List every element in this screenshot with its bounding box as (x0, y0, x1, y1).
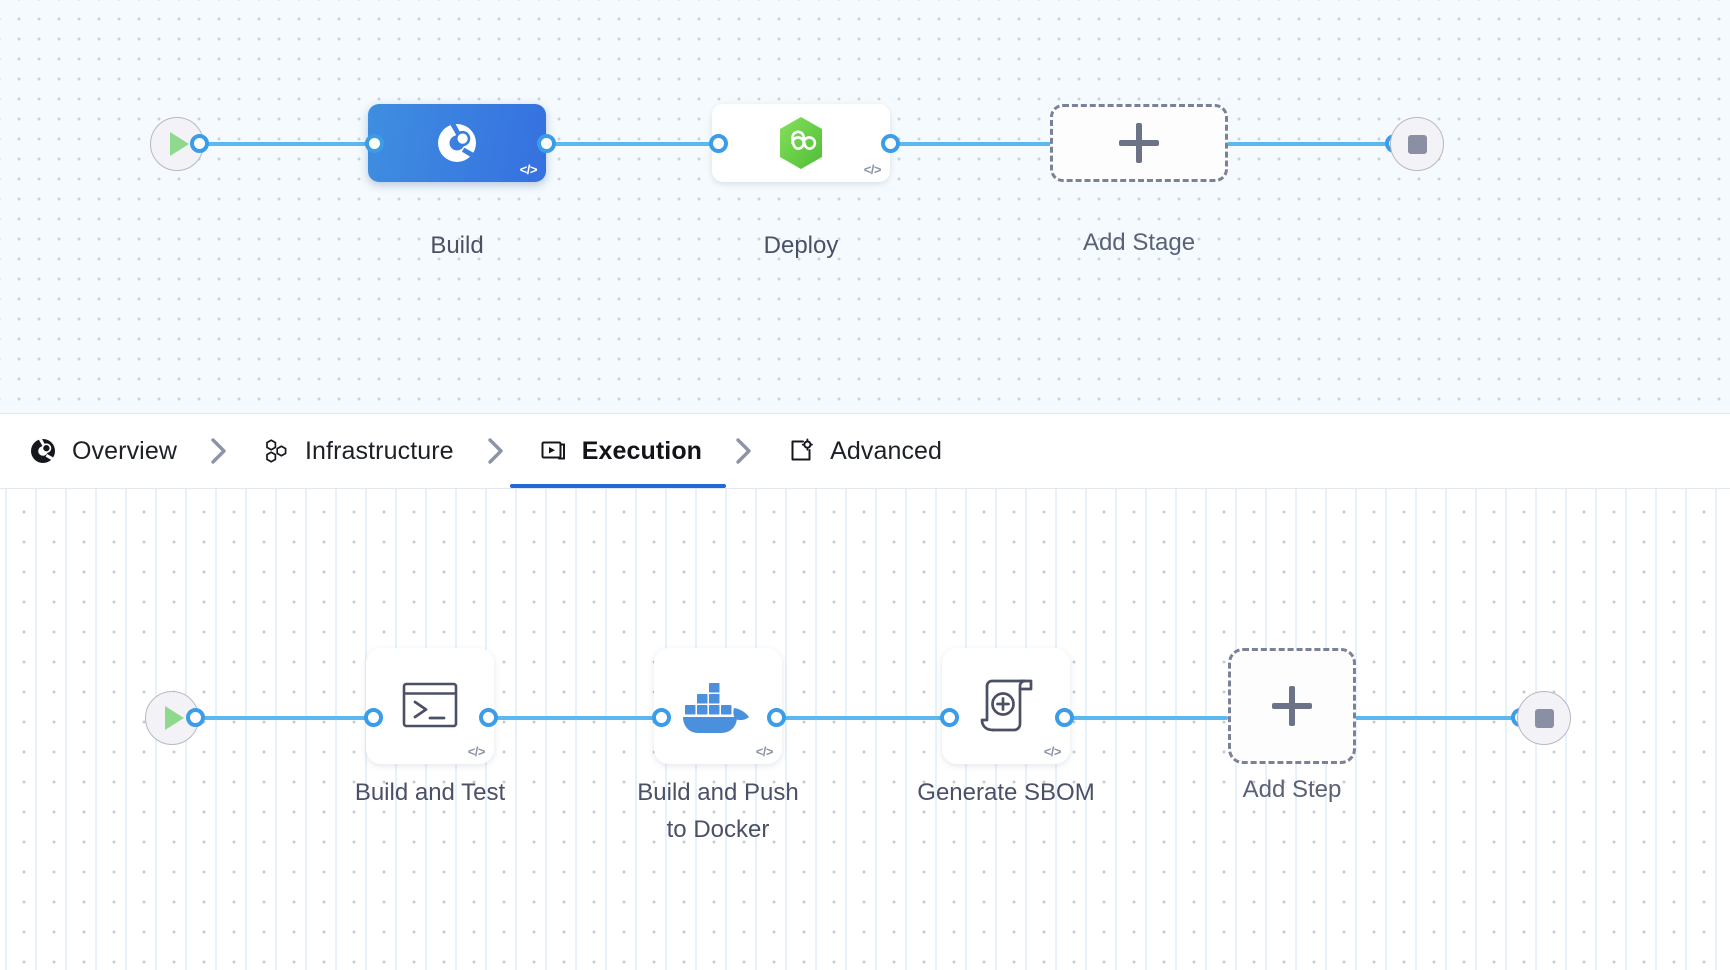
stage-config-tabbar: Overview Infrastructure (0, 414, 1730, 488)
add-stage-button[interactable] (1050, 104, 1228, 182)
add-step-box[interactable] (1228, 648, 1356, 764)
stage-card-deploy[interactable]: </> (712, 104, 890, 182)
stage-label-deploy: Deploy (763, 232, 839, 259)
stage-start-port[interactable] (190, 134, 209, 153)
green-hex-infinity-icon (780, 117, 822, 169)
stage-card-build[interactable]: </> (368, 104, 546, 182)
add-stage-label: Add Stage (1082, 229, 1196, 256)
step-label-build-and-test: Build and Test (354, 779, 506, 806)
step-sbom-in-port[interactable] (940, 708, 959, 727)
play-box-icon (538, 436, 568, 466)
step-label-build-and-push-to-docker: Build and Push to Docker (637, 779, 799, 843)
stage-deploy-out-port[interactable] (881, 134, 900, 153)
code-badge: </> (863, 162, 882, 177)
harness-wheel-icon (438, 123, 476, 162)
step-node-build-and-push-to-docker[interactable]: </> (654, 648, 782, 764)
stage-node-build[interactable]: </> (368, 104, 546, 182)
chevron-right-icon (454, 414, 538, 488)
step-sbom-out-port[interactable] (1055, 708, 1074, 727)
terminal-icon (402, 682, 458, 728)
add-step-label: Add Step (1242, 776, 1342, 803)
stop-end-icon (1407, 134, 1427, 154)
end-circle (1390, 117, 1444, 171)
tab-label: Infrastructure (305, 436, 454, 465)
step-end-node[interactable] (1517, 691, 1571, 745)
add-step-button[interactable] (1228, 648, 1356, 764)
stage-node-deploy[interactable]: </> (712, 104, 890, 182)
edge-start-to-build (196, 142, 374, 146)
step-start-port[interactable] (186, 708, 205, 727)
scroll-plus-icon (980, 679, 1033, 732)
tab-label: Execution (581, 436, 703, 465)
code-badge: </> (755, 744, 774, 759)
edge-build-to-deploy (540, 142, 720, 146)
docker-whale-icon (683, 683, 749, 733)
play-start-icon (165, 706, 184, 730)
stage-end-node[interactable] (1390, 117, 1444, 171)
edge-sbom-to-add-step (1058, 716, 1228, 720)
step-label-generate-sbom: Generate SBOM (917, 779, 1095, 806)
chevron-right-icon (702, 414, 786, 488)
code-badge: </> (467, 744, 486, 759)
tab-advanced[interactable]: Advanced (786, 414, 942, 488)
edge-deploy-to-add (878, 142, 1058, 146)
step-graph-canvas[interactable]: </> Build and Test (0, 488, 1730, 970)
step-card-build-and-push-to-docker[interactable]: </> (654, 648, 782, 764)
step-build-test-out-port[interactable] (479, 708, 498, 727)
edge-add-step-to-end (1355, 716, 1525, 720)
edge-start-to-build-test (192, 716, 382, 720)
tab-execution[interactable]: Execution (509, 414, 727, 488)
pipeline-circle-icon (28, 436, 58, 466)
stage-build-in-port[interactable] (365, 134, 384, 153)
edge-docker-to-sbom (770, 716, 960, 720)
add-stage-box[interactable] (1050, 104, 1228, 182)
gear-box-icon (786, 436, 816, 466)
edge-add-to-end (1226, 142, 1401, 146)
step-card-generate-sbom[interactable]: </> (942, 648, 1070, 764)
step-docker-in-port[interactable] (652, 708, 671, 727)
stage-label-build: Build (430, 232, 484, 259)
tab-label: Advanced (830, 436, 943, 465)
stage-deploy-in-port[interactable] (709, 134, 728, 153)
step-card-build-and-test[interactable]: </> (366, 648, 494, 764)
tab-overview[interactable]: Overview (28, 414, 177, 488)
step-node-generate-sbom[interactable]: </> (942, 648, 1070, 764)
end-circle (1517, 691, 1571, 745)
plus-icon (1119, 123, 1159, 163)
step-docker-out-port[interactable] (767, 708, 786, 727)
stage-graph-canvas[interactable]: </> Build </> (0, 0, 1730, 414)
stage-build-out-port[interactable] (537, 134, 556, 153)
step-build-test-in-port[interactable] (364, 708, 383, 727)
play-start-icon (170, 132, 189, 156)
code-badge: </> (1043, 744, 1062, 759)
hexagons-icon (261, 436, 291, 466)
tab-label: Overview (72, 436, 177, 465)
code-badge: </> (519, 162, 538, 177)
stop-end-icon (1534, 708, 1554, 728)
step-node-build-and-test[interactable]: </> (366, 648, 494, 764)
plus-icon (1272, 686, 1312, 726)
chevron-right-icon (177, 414, 261, 488)
edge-build-test-to-docker (482, 716, 672, 720)
tab-infrastructure[interactable]: Infrastructure (261, 414, 454, 488)
